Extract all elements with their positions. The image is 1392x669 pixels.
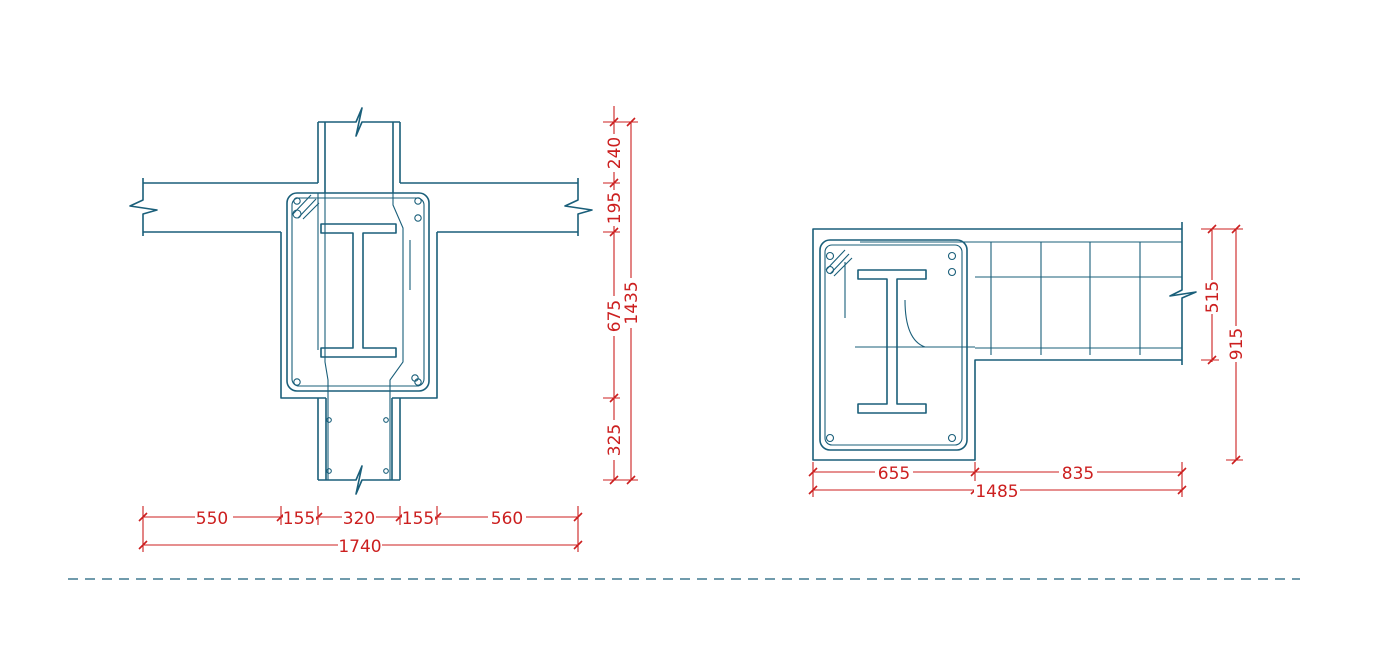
steel-i-section xyxy=(857,269,927,414)
stirrup-hook xyxy=(292,194,320,220)
rebar-dot xyxy=(947,433,957,443)
inner-stirrup xyxy=(291,197,425,387)
rebar-dot xyxy=(383,417,389,423)
steel-i-section xyxy=(320,223,397,358)
column-taper-lines xyxy=(317,193,411,480)
dim-label: 240 xyxy=(605,137,625,169)
left-beam-outline xyxy=(129,178,318,236)
rebar-dot xyxy=(947,251,957,261)
left-horizontal-dimensions: 550 155 320 155 560 1740 xyxy=(138,506,583,557)
rebar-dot xyxy=(411,374,419,382)
rebar-dot xyxy=(825,433,835,443)
stirrup-hook xyxy=(825,249,853,318)
rebar-dot xyxy=(383,468,389,474)
dim-label: 320 xyxy=(343,509,375,529)
right-horizontal-dimensions: 655 835 1485 xyxy=(808,462,1187,502)
right-column-beam-joint xyxy=(812,222,1197,461)
rebar-dot xyxy=(414,197,422,205)
lower-column-outline xyxy=(325,398,393,480)
dim-label: 155 xyxy=(402,509,434,529)
dim-label: 1435 xyxy=(622,281,642,324)
dim-label: 195 xyxy=(605,192,625,224)
upper-column-break-mark xyxy=(318,107,400,137)
lower-column-break-mark xyxy=(317,398,401,495)
encasement-outline xyxy=(812,228,1182,461)
right-vertical-dimensions: 515 915 xyxy=(1201,224,1247,465)
dim-label: 1485 xyxy=(975,482,1018,502)
beam-rebar-grid xyxy=(855,241,1182,355)
dim-label: 325 xyxy=(605,424,625,456)
rebar-dot xyxy=(414,214,422,222)
rebar-dot xyxy=(326,468,332,474)
dim-label: 560 xyxy=(491,509,523,529)
left-vertical-dimensions: 240 195 675 325 1435 xyxy=(603,106,642,485)
dim-label: 835 xyxy=(1062,464,1094,484)
dim-label: 655 xyxy=(878,464,910,484)
right-beam-outline xyxy=(400,178,593,236)
upper-column-outline xyxy=(317,122,401,193)
outer-stirrup xyxy=(286,192,430,392)
dim-label: 515 xyxy=(1203,281,1223,313)
left-column-beam-joint xyxy=(129,107,593,495)
rebar-dot xyxy=(293,197,301,205)
rebar-dot xyxy=(825,251,835,261)
dim-label: 550 xyxy=(196,509,228,529)
beam-break-mark xyxy=(1169,222,1197,365)
dim-label: 915 xyxy=(1227,328,1247,360)
encasement-outline xyxy=(280,232,438,399)
inner-stirrup xyxy=(824,244,963,446)
dim-label: 1740 xyxy=(338,537,381,557)
outer-stirrup xyxy=(819,239,968,451)
rebar-dot xyxy=(947,267,957,277)
dim-label: 155 xyxy=(283,509,315,529)
rebar-dot xyxy=(825,265,835,275)
rebar-dot xyxy=(293,378,301,386)
rebar-dot xyxy=(326,417,332,423)
dim-label: 675 xyxy=(605,300,625,332)
beam-rebar-bend xyxy=(904,299,926,348)
